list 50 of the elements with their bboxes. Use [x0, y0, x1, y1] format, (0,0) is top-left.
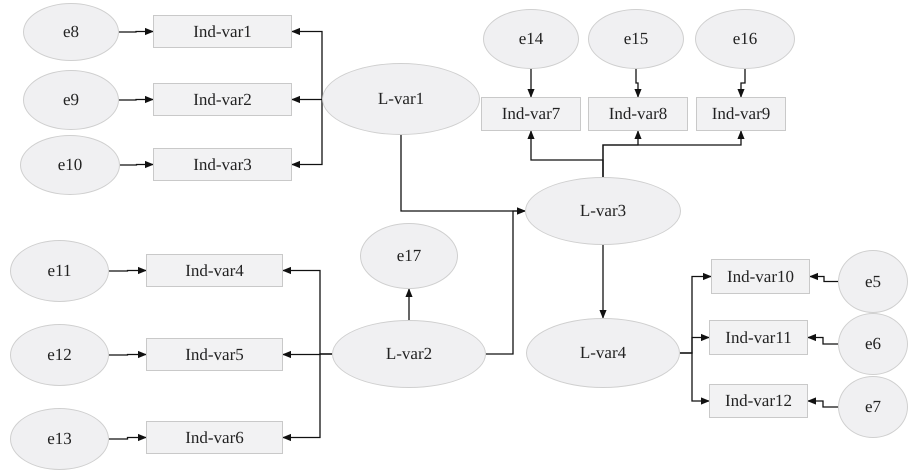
arrow: [807, 334, 838, 345]
indicator-box: Ind-var7: [481, 97, 581, 131]
arrow: [602, 130, 745, 177]
error-term-ellipse: e8: [23, 3, 119, 61]
indicator-box: Ind-var2: [153, 83, 292, 116]
latent-variable-ellipse: L-var2: [332, 320, 486, 388]
arrow: [737, 69, 746, 98]
latent-variable-ellipse: L-var4: [526, 318, 680, 388]
arrow: [119, 28, 154, 36]
arrow: [109, 434, 147, 442]
arrow: [109, 266, 147, 274]
arrow: [680, 352, 710, 405]
arrow: [405, 288, 413, 320]
latent-variable-ellipse: L-var1: [322, 63, 480, 135]
error-term-ellipse: e17: [360, 223, 458, 289]
error-term-ellipse: e13: [10, 408, 109, 470]
error-term-ellipse: e10: [20, 135, 120, 195]
indicator-box: Ind-var1: [153, 15, 292, 48]
indicator-box: Ind-var8: [588, 97, 688, 131]
arrow: [291, 96, 323, 104]
indicator-box: Ind-var4: [146, 254, 283, 287]
latent-variable-ellipse: L-var3: [525, 177, 681, 245]
arrow: [807, 397, 838, 408]
indicator-box: Ind-var6: [146, 421, 283, 454]
arrow: [120, 160, 154, 168]
indicator-box: Ind-var11: [709, 320, 808, 355]
error-term-ellipse: e15: [588, 9, 684, 69]
indicator-box: Ind-var9: [696, 97, 786, 131]
arrow: [599, 245, 607, 319]
error-term-ellipse: e11: [10, 240, 109, 302]
error-term-ellipse: e12: [10, 324, 109, 386]
indicator-box: Ind-var12: [709, 384, 808, 418]
arrow: [634, 69, 642, 98]
arrow: [486, 207, 526, 355]
error-term-ellipse: e14: [483, 9, 579, 69]
arrow: [109, 350, 147, 358]
indicator-box: Ind-var10: [711, 259, 810, 294]
arrow: [809, 272, 838, 282]
arrow: [291, 28, 323, 100]
arrow: [291, 98, 323, 168]
error-term-ellipse: e9: [23, 70, 119, 130]
arrow: [282, 353, 332, 442]
error-term-ellipse: e5: [838, 250, 908, 313]
error-term-ellipse: e6: [838, 313, 908, 375]
error-term-ellipse: e16: [695, 9, 795, 69]
indicator-box: Ind-var3: [153, 148, 292, 181]
arrow: [527, 69, 535, 98]
arrow: [119, 96, 154, 104]
error-term-ellipse: e7: [838, 376, 908, 438]
indicator-box: Ind-var5: [146, 338, 283, 371]
